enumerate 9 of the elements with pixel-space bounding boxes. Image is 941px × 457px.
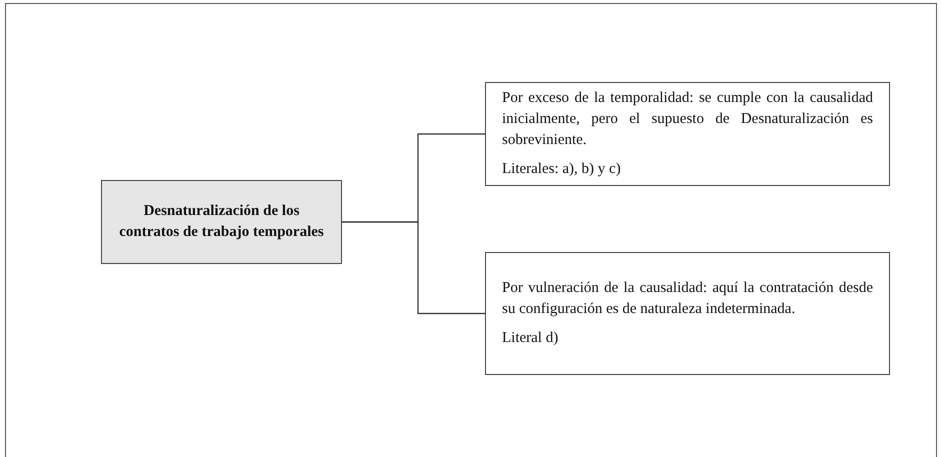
reference-text: Literales: a), b) y c) [502,160,622,179]
description-text: Por exceso de la temporalidad: se cumple con la causalidad inicialmente, pero el supuesto de Desnaturalización es sobreviniente. [502,89,873,150]
description-text: Por vulneración de la causalidad: aquí la contratación desde su configuración es de naturaleza indeterminada. [502,279,873,319]
box-title: Desnaturalización de los contratos de trabajo temporales [118,202,325,242]
text-box [485,82,890,186]
title-box [101,180,342,264]
text-box [485,252,890,375]
reference-text: Literal d) [502,329,560,348]
connector-line [342,221,485,314]
